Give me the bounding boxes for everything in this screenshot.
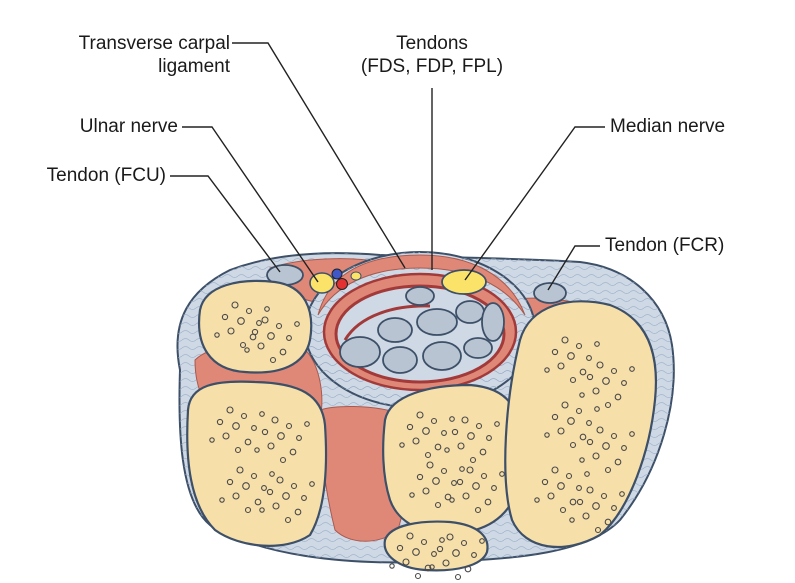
leader-ulnar-nerve xyxy=(182,126,319,283)
label-median-nerve: Median nerve xyxy=(610,116,726,137)
label-tendons-line2: (FDS, FDP, FPL) xyxy=(360,56,504,77)
leader-median-nerve xyxy=(464,126,605,281)
fcr-tendon xyxy=(533,282,567,304)
pisiform-bone xyxy=(198,279,313,374)
ulnar-vein xyxy=(331,268,343,280)
leader-tendon-fcu xyxy=(170,175,281,273)
label-tendon-fcr: Tendon (FCR) xyxy=(605,235,725,256)
small-nerve-branch xyxy=(350,271,362,281)
tendon xyxy=(481,302,505,342)
transverse-carpal-ligament-band xyxy=(317,254,526,316)
label-ulnar-nerve: Ulnar nerve xyxy=(79,116,178,137)
sheath-fold xyxy=(343,304,431,341)
leader-transverse-carpal-ligament xyxy=(232,42,406,269)
tendon xyxy=(382,346,418,374)
tendon xyxy=(422,341,462,371)
triquetrum-bone xyxy=(186,380,328,547)
label-transverse-carpal-ligament: Transverse carpal ligament xyxy=(20,32,230,78)
tendon xyxy=(377,317,413,343)
label-transverse-carpal-ligament-line1: Transverse carpal xyxy=(78,33,230,54)
trapezium-bone xyxy=(504,300,657,549)
label-tendon-fcu: Tendon (FCU) xyxy=(46,165,166,186)
tendon xyxy=(416,308,458,336)
capitate-bone xyxy=(382,383,524,535)
label-transverse-carpal-ligament-line2: ligament xyxy=(158,56,230,77)
hamate-hook-bone xyxy=(383,520,489,572)
tendon xyxy=(339,336,381,368)
label-tendons-line1: Tendons xyxy=(396,33,468,54)
tendon xyxy=(455,300,485,324)
leader-tendon-fcr xyxy=(547,245,600,291)
tendon xyxy=(405,286,435,306)
label-tendons: Tendons (FDS, FDP, FPL) xyxy=(327,32,537,78)
tendon xyxy=(463,337,493,359)
ulnar-artery xyxy=(336,278,348,290)
median-nerve xyxy=(441,269,487,295)
